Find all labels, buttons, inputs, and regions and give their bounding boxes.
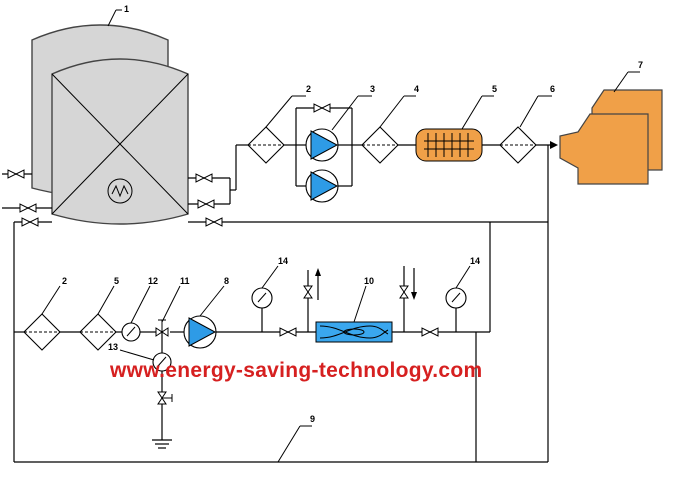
- inline-valve-left: [279, 327, 297, 337]
- heat-exchanger-upper: [415, 128, 483, 162]
- callout-3: 3: [370, 84, 375, 94]
- callout-8: 8: [224, 276, 229, 286]
- filter-lower-2: [23, 313, 61, 351]
- inline-valve-right: [421, 327, 439, 337]
- filter-upper-4: [361, 126, 399, 164]
- upper-supply-line: [229, 107, 558, 462]
- pressure-gauge-14-right: [445, 287, 467, 309]
- callout-12: 12: [148, 276, 158, 286]
- drain-valve: [157, 391, 173, 405]
- callout-13: 13: [108, 342, 118, 352]
- callout-11: 11: [180, 276, 190, 286]
- callout-5: 5: [492, 84, 497, 94]
- tank-outlet-valves: [2, 169, 548, 227]
- callout-14b: 14: [470, 256, 480, 266]
- watermark-text: www.energy-saving-technology.com: [109, 359, 483, 382]
- branch-down: [399, 268, 417, 300]
- lower-loop-lines: [13, 222, 548, 463]
- filter-upper-6: [499, 126, 537, 164]
- control-valve-11: [155, 319, 169, 337]
- pressure-gauge-13: [152, 352, 172, 372]
- callout-6: 6: [550, 84, 555, 94]
- callout-4: 4: [414, 84, 419, 94]
- tank-callout: [107, 9, 122, 27]
- bypass-valve: [313, 103, 331, 113]
- filter-lower-5: [79, 313, 117, 351]
- callout-14: 14: [278, 256, 288, 266]
- callout-5b: 5: [114, 276, 119, 286]
- callout-2: 2: [306, 84, 311, 94]
- pressure-gauge-14-left: [251, 287, 273, 309]
- callout-2b: 2: [62, 276, 67, 286]
- pressure-gauge-12: [121, 322, 141, 342]
- branch-up: [303, 268, 321, 300]
- storage-tank-front: [51, 58, 189, 225]
- burner-unit: [559, 89, 663, 185]
- circulation-pump-8: [183, 315, 217, 349]
- callout-10: 10: [364, 276, 374, 286]
- callout-1: 1: [124, 4, 129, 14]
- pump-upper-a: [305, 128, 339, 162]
- static-mixer-10: [315, 321, 393, 343]
- callout-9: 9: [310, 414, 315, 424]
- filter-upper-2: [247, 126, 285, 164]
- callout-7: 7: [638, 60, 643, 70]
- pump-upper-b: [305, 169, 339, 203]
- callout-leaders: [41, 71, 640, 463]
